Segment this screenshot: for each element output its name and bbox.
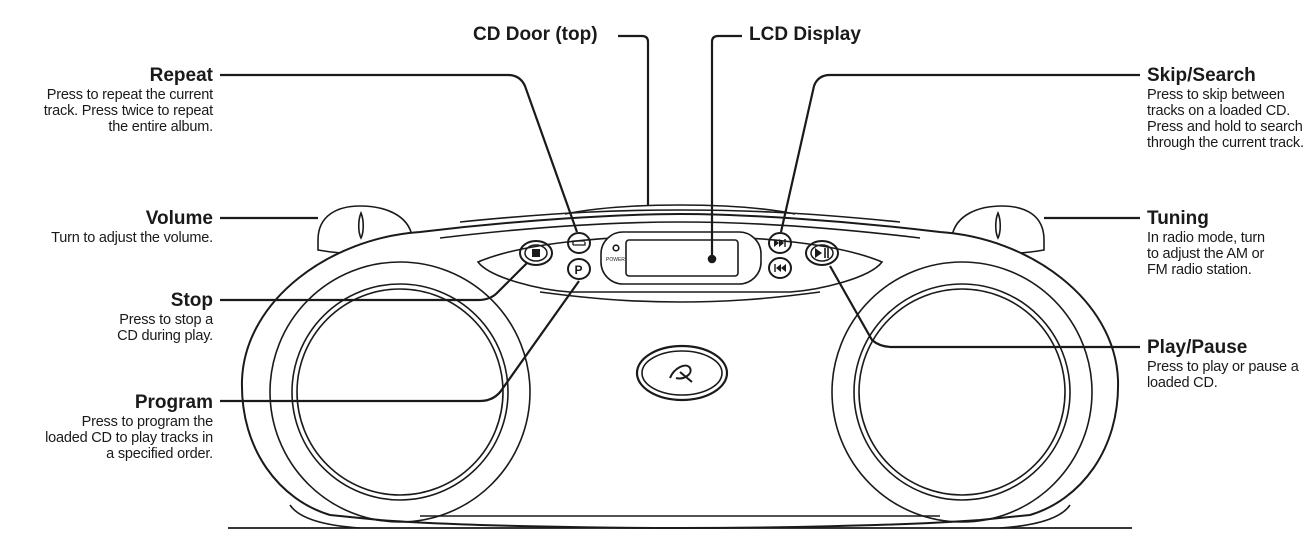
stop-desc-line: Press to stop a <box>119 312 213 328</box>
lcd-marker <box>707 254 717 264</box>
right-speaker <box>831 261 1093 523</box>
tuning-desc-line: to adjust the AM or <box>1147 246 1265 262</box>
leader-skip <box>779 73 1140 233</box>
stop-button[interactable] <box>519 240 553 266</box>
leader-repeat <box>220 73 579 233</box>
repeat-desc-line: track. Press twice to repeat <box>43 103 213 119</box>
repeat-desc-line: Press to repeat the current <box>46 87 213 103</box>
leader-stop <box>220 262 528 302</box>
repeat-callout: Repeat Press to repeat the current track… <box>44 65 213 135</box>
leader-lines <box>220 34 1140 403</box>
program-button[interactable] <box>567 258 591 280</box>
logo-badge-inner <box>641 350 723 396</box>
repeat-title: Repeat <box>149 65 213 86</box>
body-inner-edge <box>439 221 921 239</box>
stop-desc-line: CD during play. <box>117 328 213 344</box>
top-ridge <box>459 209 901 223</box>
repeat-button[interactable] <box>567 232 591 254</box>
skip-search-desc-line: Press and hold to search <box>1147 119 1303 135</box>
stop-title: Stop <box>170 290 213 311</box>
tuning-title: Tuning <box>1147 208 1209 229</box>
lcd-display-title: LCD Display <box>749 24 861 45</box>
skip-search-title: Skip/Search <box>1147 65 1256 86</box>
band-lower-edge <box>539 291 821 303</box>
lcd-screen <box>625 239 739 277</box>
play-pause-desc-line: Press to play or pause a <box>1147 359 1299 375</box>
play-pause-callout: Play/Pause Press to play or pause a load… <box>1147 337 1299 391</box>
tuning-desc-line: FM radio station. <box>1147 262 1252 278</box>
cd-door-title: CD Door (top) <box>473 24 598 45</box>
play-pause-desc-line: loaded CD. <box>1147 375 1218 391</box>
skip-search-desc-line: tracks on a loaded CD. <box>1147 103 1291 119</box>
left-foot <box>289 504 361 529</box>
tuning-callout: Tuning In radio mode, turn to adjust the… <box>1147 208 1265 278</box>
lcd-bezel <box>600 231 762 285</box>
volume-knob-notch <box>357 210 365 240</box>
program-desc-line: a specified order. <box>106 446 213 462</box>
cd-door-hump <box>564 204 796 215</box>
play-pause-button[interactable] <box>805 240 839 266</box>
volume-callout: Volume Turn to adjust the volume. <box>51 208 213 246</box>
left-speaker <box>269 261 531 523</box>
leader-cd-door <box>618 34 650 205</box>
program-desc-line: loaded CD to play tracks in <box>45 430 213 446</box>
program-title: Program <box>134 392 213 413</box>
right-foot <box>999 504 1071 529</box>
play-pause-title: Play/Pause <box>1147 337 1248 358</box>
program-button-letter: P <box>575 263 583 277</box>
logo-badge <box>635 344 729 402</box>
program-desc-line: Press to program the <box>81 414 214 430</box>
skip-search-desc-line: through the current track. <box>1147 135 1304 151</box>
skip-back-button[interactable] <box>768 257 792 279</box>
repeat-desc-line: the entire album. <box>108 119 213 135</box>
program-callout: Program Press to program the loaded CD t… <box>45 392 213 462</box>
power-led <box>612 244 620 252</box>
skip-search-callout: Skip/Search Press to skip between tracks… <box>1147 65 1304 151</box>
leader-program <box>220 280 580 403</box>
leader-play <box>829 265 1140 349</box>
logo-icon <box>669 364 693 383</box>
tuning-desc-line: In radio mode, turn <box>1147 230 1265 246</box>
volume-desc-line: Turn to adjust the volume. <box>51 230 213 246</box>
skip-search-desc-line: Press to skip between <box>1147 87 1285 103</box>
stop-callout: Stop Press to stop a CD during play. <box>117 290 213 344</box>
leader-lcd <box>710 34 742 256</box>
volume-title: Volume <box>145 208 213 229</box>
skip-forward-button[interactable] <box>768 232 792 254</box>
tuning-knob-notch <box>994 210 1002 240</box>
power-label: POWER <box>606 257 625 263</box>
